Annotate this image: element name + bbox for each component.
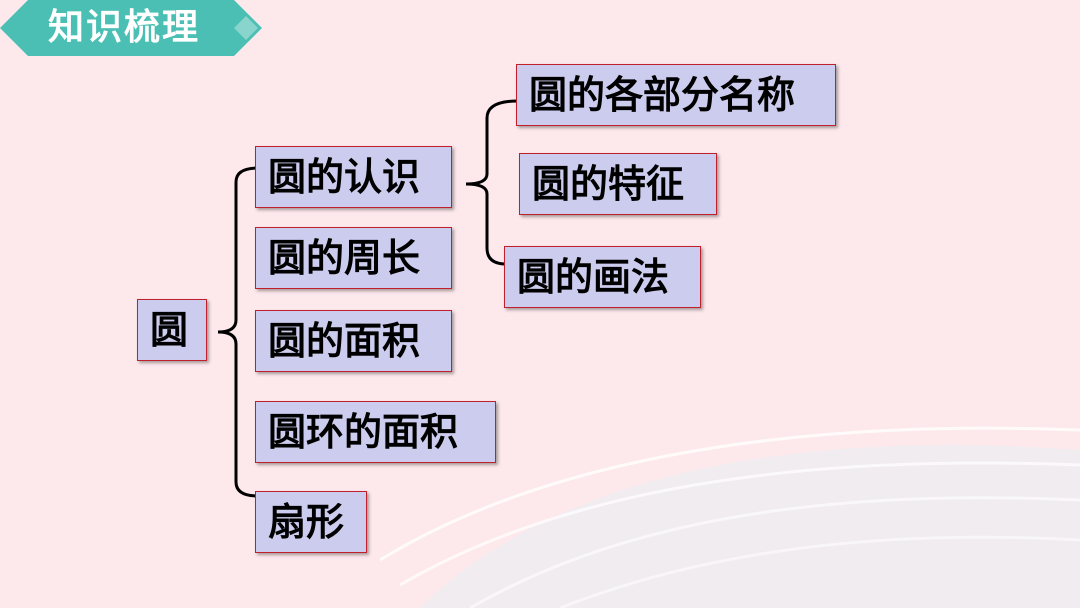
node-branch-sector: 扇形 xyxy=(255,491,367,553)
node-branch-area: 圆的面积 xyxy=(255,310,452,372)
header-tab-shape xyxy=(0,0,262,56)
sub-bracket xyxy=(465,99,519,266)
node-sub-parts-names: 圆的各部分名称 xyxy=(516,64,836,126)
node-branch-ring-area: 圆环的面积 xyxy=(255,401,496,463)
node-root: 圆 xyxy=(137,299,207,361)
node-sub-drawing: 圆的画法 xyxy=(504,246,701,308)
section-title: 知识梳理 xyxy=(48,7,201,48)
root-bracket xyxy=(217,166,259,498)
node-branch-circumference: 圆的周长 xyxy=(255,227,452,289)
node-sub-features: 圆的特征 xyxy=(519,153,717,215)
node-branch-recognition: 圆的认识 xyxy=(255,146,452,208)
